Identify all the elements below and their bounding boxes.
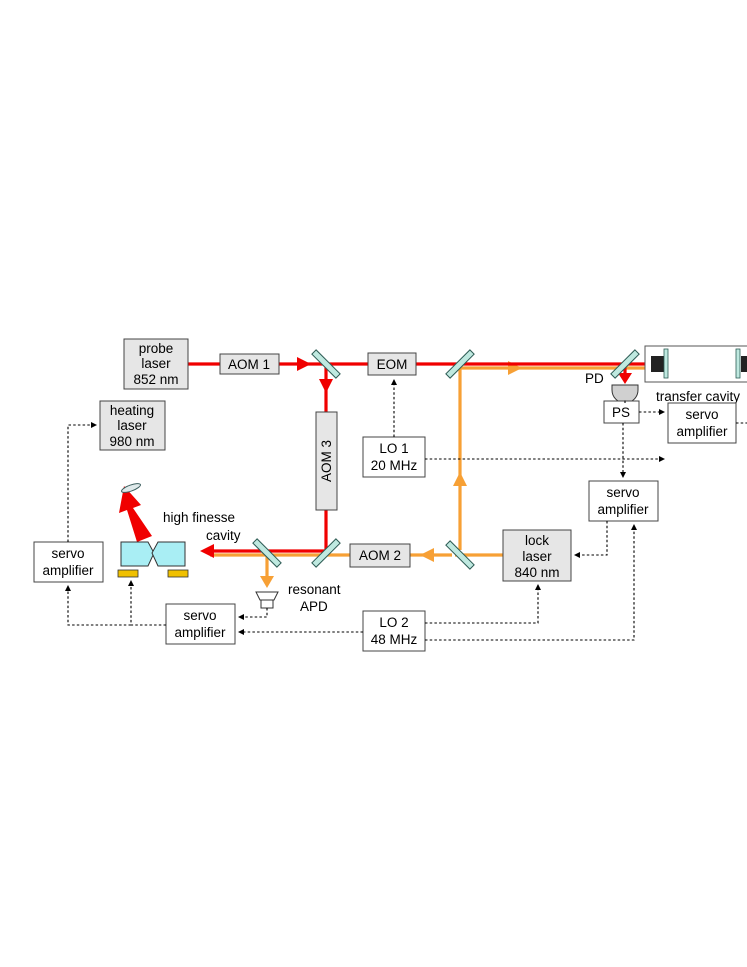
heating-laser-label-3: 980 nm [109,434,154,449]
lens-icon [121,483,141,493]
probe-laser-label-2: laser [141,356,171,371]
probe-laser-label-3: 852 nm [133,372,178,387]
probe-beam-arrow-down [319,379,333,393]
lock-beam-arrow-down [260,576,274,588]
servo-amplifier-middle-label-2: amplifier [597,502,649,517]
mirror-3 [610,349,640,379]
ps-label: PS [612,405,630,420]
heating-beam-arrow [119,486,152,542]
aom2-label: AOM 2 [359,548,401,563]
lo1-label-1: LO 1 [379,441,408,456]
lock-beam-arrow-left [420,548,434,562]
aom3-box [315,411,338,511]
servo-amplifier-right-label-2: amplifier [676,424,728,439]
lock-beam-arrow-up [453,472,467,486]
lock-beam-path [210,361,746,588]
mirror-2 [445,349,475,379]
servo-amplifier-right-box [667,402,737,444]
transfer-cavity [644,345,747,383]
lo2-label-2: 48 MHz [371,632,418,647]
lo1-box [362,436,426,478]
aom3-label: AOM 3 [319,440,334,482]
servo-amplifier-left-box [33,541,104,583]
lock-laser-label-3: 840 nm [514,565,559,580]
resonant-apd-label-2: APD [300,599,328,614]
lock-laser-label-1: lock [525,533,549,548]
lo2-box [362,610,426,652]
servo-amplifier-right-label-1: servo [685,407,718,422]
servo-amplifier-middle-box [588,480,659,522]
servo-amplifier-left-label-2: amplifier [42,563,94,578]
lock-laser-box [502,529,572,582]
pd-label: PD [585,371,604,386]
aom1-label: AOM 1 [228,357,270,372]
lo2-label-1: LO 2 [379,615,408,630]
resonant-apd-label-1: resonant [288,582,341,597]
probe-laser-box [123,338,189,390]
lo1-label-2: 20 MHz [371,458,418,473]
servo-amplifier-left-label-1: servo [51,546,84,561]
transfer-cavity-label: transfer cavity [656,389,740,404]
signal-lines [65,379,747,641]
servo-amplifier-bottom-label-2: amplifier [174,625,226,640]
high-finesse-cavity [117,541,189,578]
eom-label: EOM [377,357,408,372]
aom1-box [219,353,280,375]
high-finesse-cavity-label-2: cavity [206,528,241,543]
apd-detector-icon [255,591,279,609]
mirror-1 [311,349,341,379]
probe-beam-arrow-left [200,544,214,558]
heating-laser-label-2: laser [117,418,147,433]
servo-amplifier-bottom-label-1: servo [183,608,216,623]
lock-laser-label-2: laser [522,549,552,564]
high-finesse-cavity-label-1: high finesse [163,510,235,525]
heating-laser-box [99,400,166,451]
heating-laser-label-1: heating [110,403,154,418]
mirror-5 [445,540,475,570]
probe-beam-arrow-right [297,357,311,371]
servo-amplifier-bottom-box [165,603,236,645]
probe-laser-label-1: probe [139,341,174,356]
eom-box [367,352,417,376]
pd-beam-arrow [618,373,632,384]
photodiode-icon [611,384,639,404]
mirror-4 [311,538,341,568]
aom2-box [349,543,411,568]
mirror-6 [252,538,282,568]
probe-beam-path [188,357,746,558]
servo-amplifier-middle-label-1: servo [606,485,639,500]
